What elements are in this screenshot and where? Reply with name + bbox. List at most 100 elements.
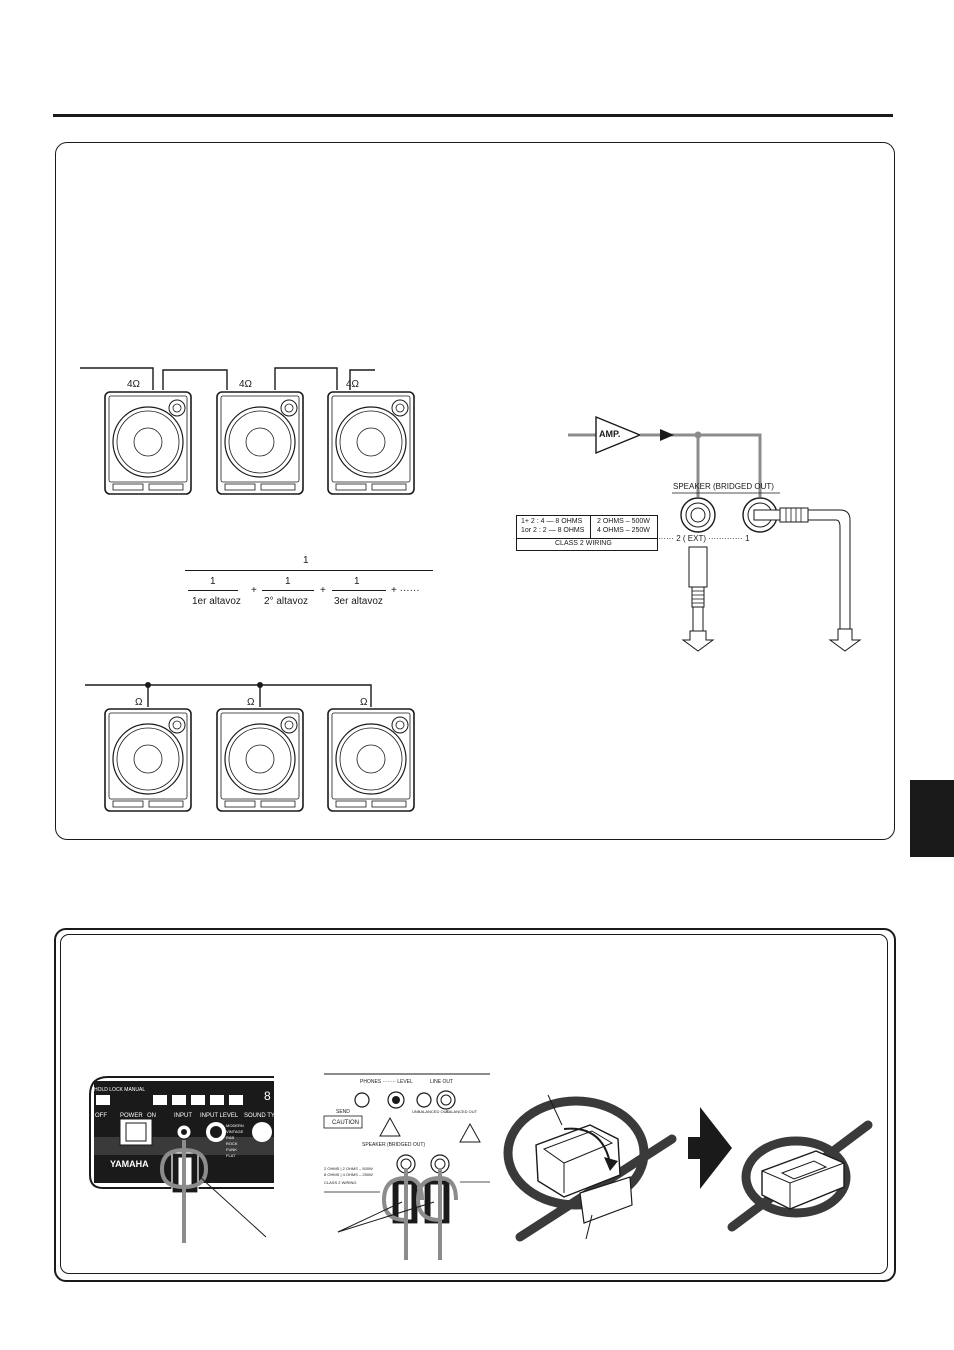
front-input-level-label: INPUT LEVEL	[200, 1113, 239, 1119]
front-on-label: ON	[147, 1113, 156, 1119]
front-mode-label-6: FLAT	[226, 1153, 236, 1158]
ferrite-core-open-icon	[535, 1124, 633, 1224]
wiring-panel	[55, 142, 895, 840]
parallel-impedance-label-3: Ω	[360, 697, 368, 708]
front-mode-label-5: FUNK	[226, 1147, 237, 1152]
parallel-wiring-diagram	[85, 682, 415, 812]
ferrite-core-closed-icon	[761, 1150, 845, 1210]
parallel-impedance-label-2: Ω	[247, 697, 255, 708]
series-link-wire-1	[162, 369, 228, 390]
parallel-speaker-3	[327, 708, 415, 812]
amp-output-diagram	[568, 415, 862, 652]
ferrite-panel-inner-border	[60, 934, 888, 1274]
spec-line-1-right: 2 OHMS – 500W	[597, 518, 650, 525]
rear-ferrite-leader-1	[337, 1201, 403, 1233]
spec-line-1-left: 1+ 2 : 4 — 8 OHMS	[521, 518, 583, 525]
open-core-leader-bottom	[585, 1214, 593, 1240]
close-core-arrow-icon	[604, 1157, 618, 1171]
front-power-label: POWER	[120, 1113, 143, 1119]
speaker-output-label: SPEAKER (BRIDGED OUT)	[673, 482, 774, 491]
rear-spec-line-2: 8 OHMS | 4 OHMS – 250W	[324, 1172, 373, 1177]
jack-2-ext	[680, 497, 716, 533]
formula-numerator: 1	[303, 555, 309, 566]
series-input-wire	[80, 367, 154, 390]
formula-term-2-top: 1	[285, 576, 291, 587]
brand-logo: YAMAHA	[110, 1159, 149, 1169]
spec-line-2-right: 4 OHMS – 250W	[597, 527, 650, 534]
top-rule	[53, 114, 893, 117]
formula-plus-2: +	[320, 585, 326, 596]
rear-unbalanced-label: UNBALANCED OUT	[412, 1109, 449, 1114]
rear-line-out-label: LINE OUT	[430, 1079, 454, 1085]
series-impedance-label-1: 4Ω	[127, 379, 141, 390]
jack-1-cable	[808, 509, 851, 637]
front-panel-illustration	[89, 1076, 274, 1243]
spec-box-footer-rule	[516, 538, 657, 539]
rear-ferrite-leader-2	[337, 1201, 435, 1233]
series-link-stub	[349, 369, 375, 390]
open-core-leader-top	[547, 1094, 563, 1126]
rear-spec-footer: CLASS 2 WIRING	[324, 1180, 357, 1185]
formula-term-1-bottom: 1er altavoz	[192, 596, 241, 607]
rear-balanced-label: BALANCED OUT	[446, 1109, 478, 1114]
rear-cable-loop-2	[415, 1175, 458, 1222]
parallel-bus-wire	[85, 684, 372, 707]
spec-footer: CLASS 2 WIRING	[555, 540, 612, 547]
formula-term-3-bar	[332, 590, 386, 591]
formula-term-3-bottom: 3er altavoz	[334, 596, 383, 607]
formula-term-2-bar	[262, 590, 314, 591]
parallel-impedance-label-1: Ω	[135, 697, 143, 708]
formula-term-3-top: 1	[354, 576, 360, 587]
front-off-label: OFF	[95, 1113, 107, 1119]
rear-speaker-label: SPEAKER (BRIDGED OUT)	[362, 1142, 426, 1148]
formula-plus-1: +	[251, 585, 257, 596]
closed-core-loop	[741, 1136, 851, 1218]
jack-1-plug	[753, 507, 809, 523]
jack-2-plug	[688, 546, 708, 608]
rear-send-label: SEND	[336, 1109, 350, 1115]
formula-ellipsis: + ······	[391, 585, 420, 596]
front-ferrite-leader	[199, 1176, 267, 1238]
series-speaker-1	[104, 391, 192, 495]
front-cable-loop	[159, 1147, 209, 1189]
parallel-speaker-1	[104, 708, 192, 812]
front-input-label: INPUT	[174, 1113, 192, 1119]
spec-box-divider	[590, 515, 591, 538]
speaker-2-arrow-icon	[681, 630, 715, 652]
close-core-arrow-line	[563, 1127, 611, 1164]
parallel-junction-2	[257, 682, 263, 688]
jack-labels: ······ 2 ( EXT) ············· 1	[658, 534, 750, 543]
front-mode-label-3: R&B	[226, 1135, 235, 1140]
series-speaker-2	[216, 391, 304, 495]
front-mode-label-2: VINTAGE	[226, 1129, 244, 1134]
formula-main-fraction-bar	[185, 570, 433, 571]
formula-term-1-top: 1	[210, 576, 216, 587]
formula-term-1-bar	[188, 590, 238, 591]
section-tab	[910, 780, 954, 857]
rear-phones-label: PHONES ········ LEVEL	[360, 1079, 413, 1085]
amp-label: AMP.	[599, 429, 621, 439]
front-mode-label-4: ROCK	[226, 1141, 238, 1146]
rear-panel-illustration	[323, 1073, 490, 1260]
rear-spec-line-1: 2 OHMS | 2 OHMS – 500W	[324, 1166, 373, 1171]
front-mode-label-1: MODERN	[226, 1123, 244, 1128]
front-sound-type-label: SOUND TYP	[244, 1113, 279, 1119]
amp-triangle-icon	[595, 415, 642, 455]
spec-box	[516, 515, 658, 551]
parallel-speaker-2	[216, 708, 304, 812]
series-link-wire-2	[274, 367, 338, 390]
rear-cable-loop-1	[381, 1175, 424, 1222]
formula-term-2-bottom: 2° altavoz	[264, 596, 309, 607]
rear-caution-label: CAUTION	[332, 1120, 359, 1126]
signal-arrow-icon	[660, 429, 674, 441]
front-buttons-label: HOLD LOCK MANUAL	[94, 1087, 146, 1093]
spec-line-2-left: 1or 2 : 2 — 8 OHMS	[521, 527, 585, 534]
step-arrow-icon	[688, 1107, 732, 1189]
series-impedance-label-2: 4Ω	[239, 379, 253, 390]
series-wiring-diagram	[80, 367, 415, 495]
series-speaker-3	[327, 391, 415, 495]
ferrite-core-steps	[503, 1094, 873, 1242]
open-core-loop	[503, 1096, 649, 1210]
parallel-junction-1	[145, 682, 151, 688]
series-impedance-label-3: 4Ω	[346, 379, 360, 390]
